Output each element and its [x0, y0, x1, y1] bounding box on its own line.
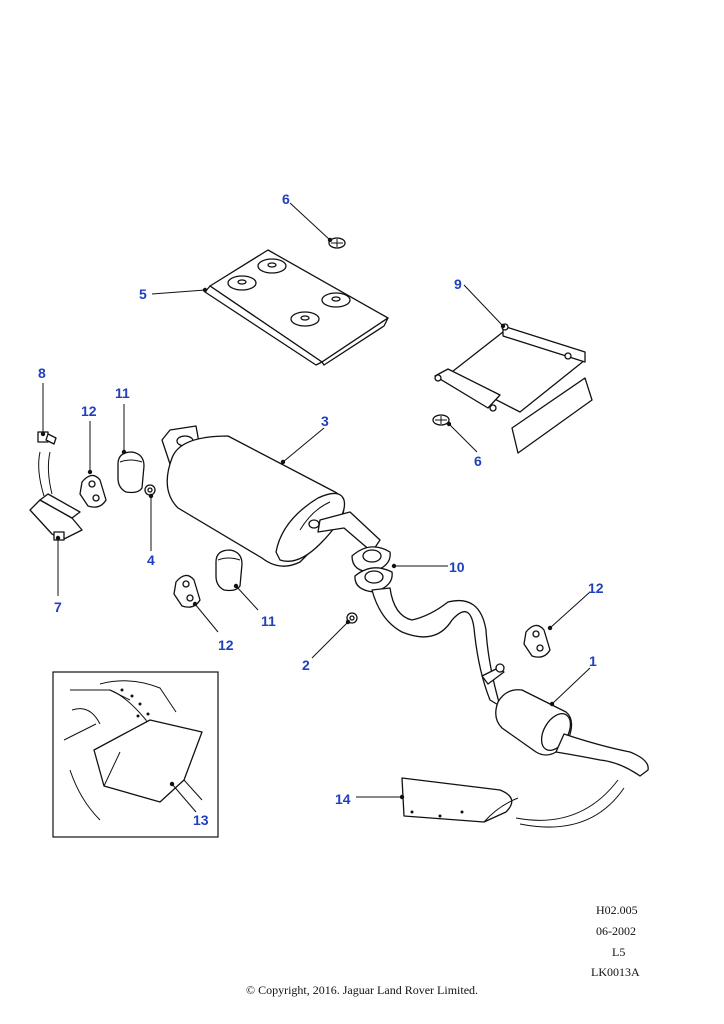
illustration-code: LK0013A	[591, 965, 640, 979]
callout-11-lower: 11	[261, 613, 276, 629]
heat-shield-plate	[204, 249, 389, 366]
heat-shield-bracket	[434, 323, 593, 454]
nut-lower	[432, 414, 450, 426]
rubber-mounting-1	[79, 474, 107, 508]
callout-2: 2	[302, 657, 310, 673]
callout-8: 8	[38, 365, 46, 381]
rear-pipe-and-silencer	[371, 587, 649, 777]
callout-6-upper: 6	[282, 191, 290, 207]
callout-9: 9	[454, 276, 462, 292]
tail-pipe-trim	[401, 777, 625, 828]
rubber-mounting-3	[523, 624, 551, 658]
pipe-clamp	[29, 451, 83, 541]
flange-gasket	[351, 546, 393, 593]
nut-4	[144, 484, 156, 496]
rubber-mounting-2	[173, 574, 201, 608]
reference-level: L5	[612, 945, 626, 959]
callout-7: 7	[54, 599, 62, 615]
reference-date: 06-2002	[596, 924, 636, 938]
inset-detail	[52, 671, 219, 838]
callout-3: 3	[321, 413, 329, 429]
clamp-bolt	[37, 431, 57, 445]
callout-5: 5	[139, 286, 147, 302]
rubber-insulator-1	[117, 451, 145, 494]
callout-12-lower: 12	[218, 637, 234, 653]
callout-4: 4	[147, 552, 155, 568]
nut-upper	[328, 237, 346, 249]
callout-10: 10	[449, 559, 465, 575]
copyright-notice: © Copyright, 2016. Jaguar Land Rover Lim…	[245, 983, 479, 997]
callout-12-right: 12	[588, 580, 604, 596]
leader-dots	[40, 237, 555, 800]
leader-lines	[42, 202, 591, 813]
rubber-insulator-2	[215, 549, 243, 592]
callout-1: 1	[589, 653, 597, 669]
reference-code: H02.005	[596, 903, 638, 917]
rear-silencer	[161, 425, 381, 567]
callout-13: 13	[193, 812, 209, 828]
callout-12-upper: 12	[81, 403, 97, 419]
callout-14: 14	[335, 791, 351, 807]
callout-6-lower: 6	[474, 453, 482, 469]
callout-11-upper: 11	[115, 385, 130, 401]
